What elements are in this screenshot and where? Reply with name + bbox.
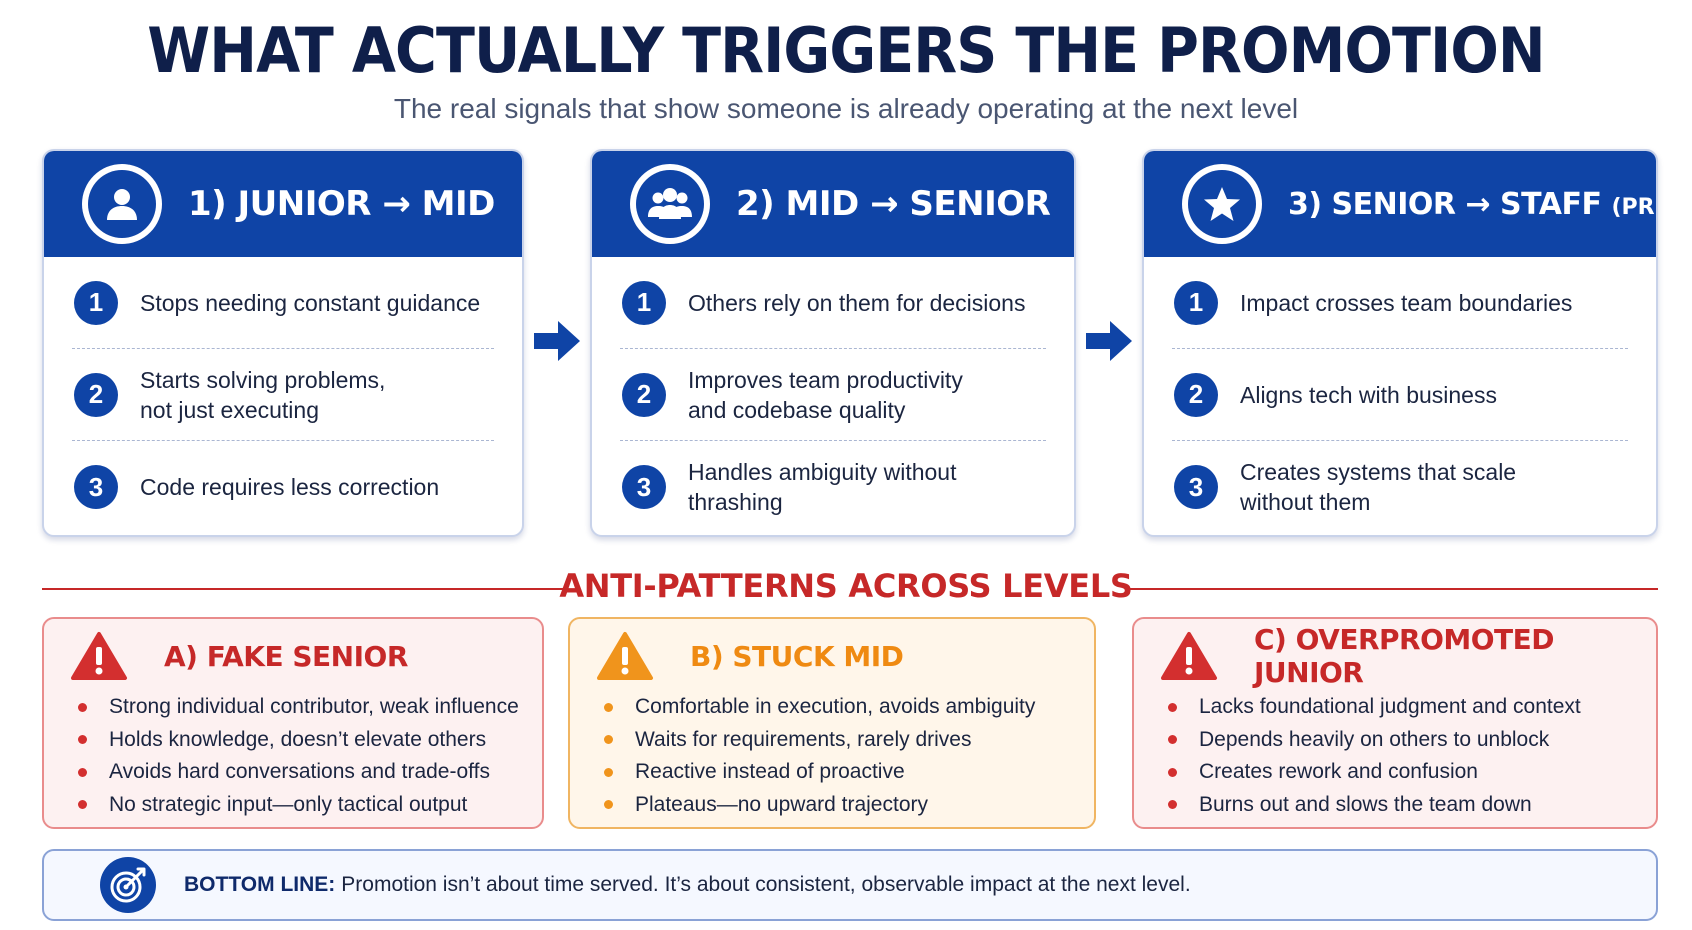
person-icon — [82, 164, 162, 244]
card-header: 1) JUNIOR → MID — [44, 151, 522, 257]
bullet-item: Creates rework and confusion — [1160, 756, 1656, 789]
list-item: 2 Starts solving problems, not just exec… — [72, 349, 494, 441]
anti-pattern-title: C) OVERPROMOTED JUNIOR — [1254, 623, 1555, 689]
card-title: 3) SENIOR → STAFF (PREVIEW) — [1288, 186, 1656, 222]
item-text: Code requires less correction — [140, 474, 440, 500]
number-badge: 3 — [74, 465, 118, 509]
bullet-item: Holds knowledge, doesn’t elevate others — [70, 724, 542, 757]
bullet-item: Plateaus—no upward trajectory — [596, 789, 1094, 822]
bottom-line-label: BOTTOM LINE: — [184, 873, 336, 896]
list-item: 1 Others rely on them for decisions — [620, 257, 1046, 349]
item-text: Aligns tech with business — [1240, 381, 1497, 408]
number-badge: 3 — [1174, 465, 1218, 509]
item-text: Improves team productivity and codebase … — [688, 366, 963, 423]
list-item: 2 Aligns tech with business — [1172, 349, 1628, 441]
page-title: WHAT ACTUALLY TRIGGERS THE PROMOTION — [147, 14, 1545, 87]
anti-pattern-card-stuck-mid: B) STUCK MID Comfortable in execution, a… — [568, 617, 1096, 829]
anti-pattern-card-fake-senior: A) FAKE SENIOR Strong individual contrib… — [42, 617, 544, 829]
item-text: Others rely on them for decisions — [688, 289, 1026, 316]
item-text: Impact crosses team boundaries — [1240, 289, 1573, 316]
bullet-item: Depends heavily on others to unblock — [1160, 724, 1656, 757]
level-card-senior-staff: 3) SENIOR → STAFF (PREVIEW) 1 Impact cro… — [1142, 149, 1658, 537]
number-badge: 1 — [1174, 280, 1218, 325]
list-item: 3 Code requires less correction — [72, 441, 494, 533]
bullet-item: Comfortable in execution, avoids ambigui… — [596, 691, 1094, 724]
group-icon — [630, 164, 710, 244]
number-badge: 1 — [622, 280, 666, 325]
bullet-item: No strategic input—only tactical output — [70, 789, 542, 822]
item-text: Handles ambiguity without thrashing — [688, 459, 957, 515]
warning-icon — [71, 632, 127, 680]
card-header: 3) SENIOR → STAFF (PREVIEW) — [1144, 151, 1656, 257]
bottom-line-text: BOTTOM LINE:Promotion isn’t about time s… — [184, 873, 1191, 896]
warning-icon — [597, 632, 653, 680]
bullet-item: Lacks foundational judgment and context — [1160, 691, 1656, 724]
number-badge: 1 — [74, 280, 118, 325]
item-text: Stops needing constant guidance — [140, 289, 481, 316]
anti-pattern-card-overpromoted-junior: C) OVERPROMOTED JUNIOR Lacks foundationa… — [1132, 617, 1658, 829]
number-badge: 2 — [74, 372, 118, 417]
list-item: 1 Impact crosses team boundaries — [1172, 257, 1628, 349]
warning-icon — [1161, 632, 1217, 680]
page-subtitle: The real signals that show someone is al… — [393, 93, 1299, 124]
anti-pattern-title: A) FAKE SENIOR — [164, 639, 408, 673]
anti-pattern-title: B) STUCK MID — [690, 639, 904, 673]
bullet-item: Avoids hard conversations and trade-offs — [70, 756, 542, 789]
list-item: 1 Stops needing constant guidance — [72, 257, 494, 349]
bullet-item: Waits for requirements, rarely drives — [596, 724, 1094, 757]
item-text: Starts solving problems, not just execut… — [140, 366, 386, 423]
section-title: ANTI-PATTERNS ACROSS LEVELS — [559, 567, 1133, 605]
level-card-junior-mid: 1) JUNIOR → MID 1 Stops needing constant… — [42, 149, 524, 537]
section-divider-left — [42, 588, 566, 590]
section-divider-right — [1126, 588, 1658, 590]
item-text: Creates systems that scale without them — [1240, 459, 1517, 515]
list-item: 3 Handles ambiguity without thrashing — [620, 441, 1046, 533]
list-item: 3 Creates systems that scale without the… — [1172, 441, 1628, 533]
target-icon — [100, 857, 156, 913]
arrow-right-icon — [1086, 321, 1132, 361]
number-badge: 3 — [622, 465, 666, 509]
card-title: 2) MID → SENIOR — [736, 184, 1051, 224]
bullet-item: Strong individual contributor, weak infl… — [70, 691, 542, 724]
number-badge: 2 — [1174, 372, 1218, 417]
list-item: 2 Improves team productivity and codebas… — [620, 349, 1046, 441]
bullet-item: Reactive instead of proactive — [596, 756, 1094, 789]
number-badge: 2 — [622, 372, 666, 417]
bottom-line-banner: BOTTOM LINE:Promotion isn’t about time s… — [42, 849, 1658, 921]
level-card-mid-senior: 2) MID → SENIOR 1 Others rely on them fo… — [590, 149, 1076, 537]
card-header: 2) MID → SENIOR — [592, 151, 1074, 257]
star-icon — [1182, 164, 1262, 244]
card-title: 1) JUNIOR → MID — [188, 184, 495, 224]
bullet-item: Burns out and slows the team down — [1160, 789, 1656, 822]
arrow-right-icon — [534, 321, 580, 361]
